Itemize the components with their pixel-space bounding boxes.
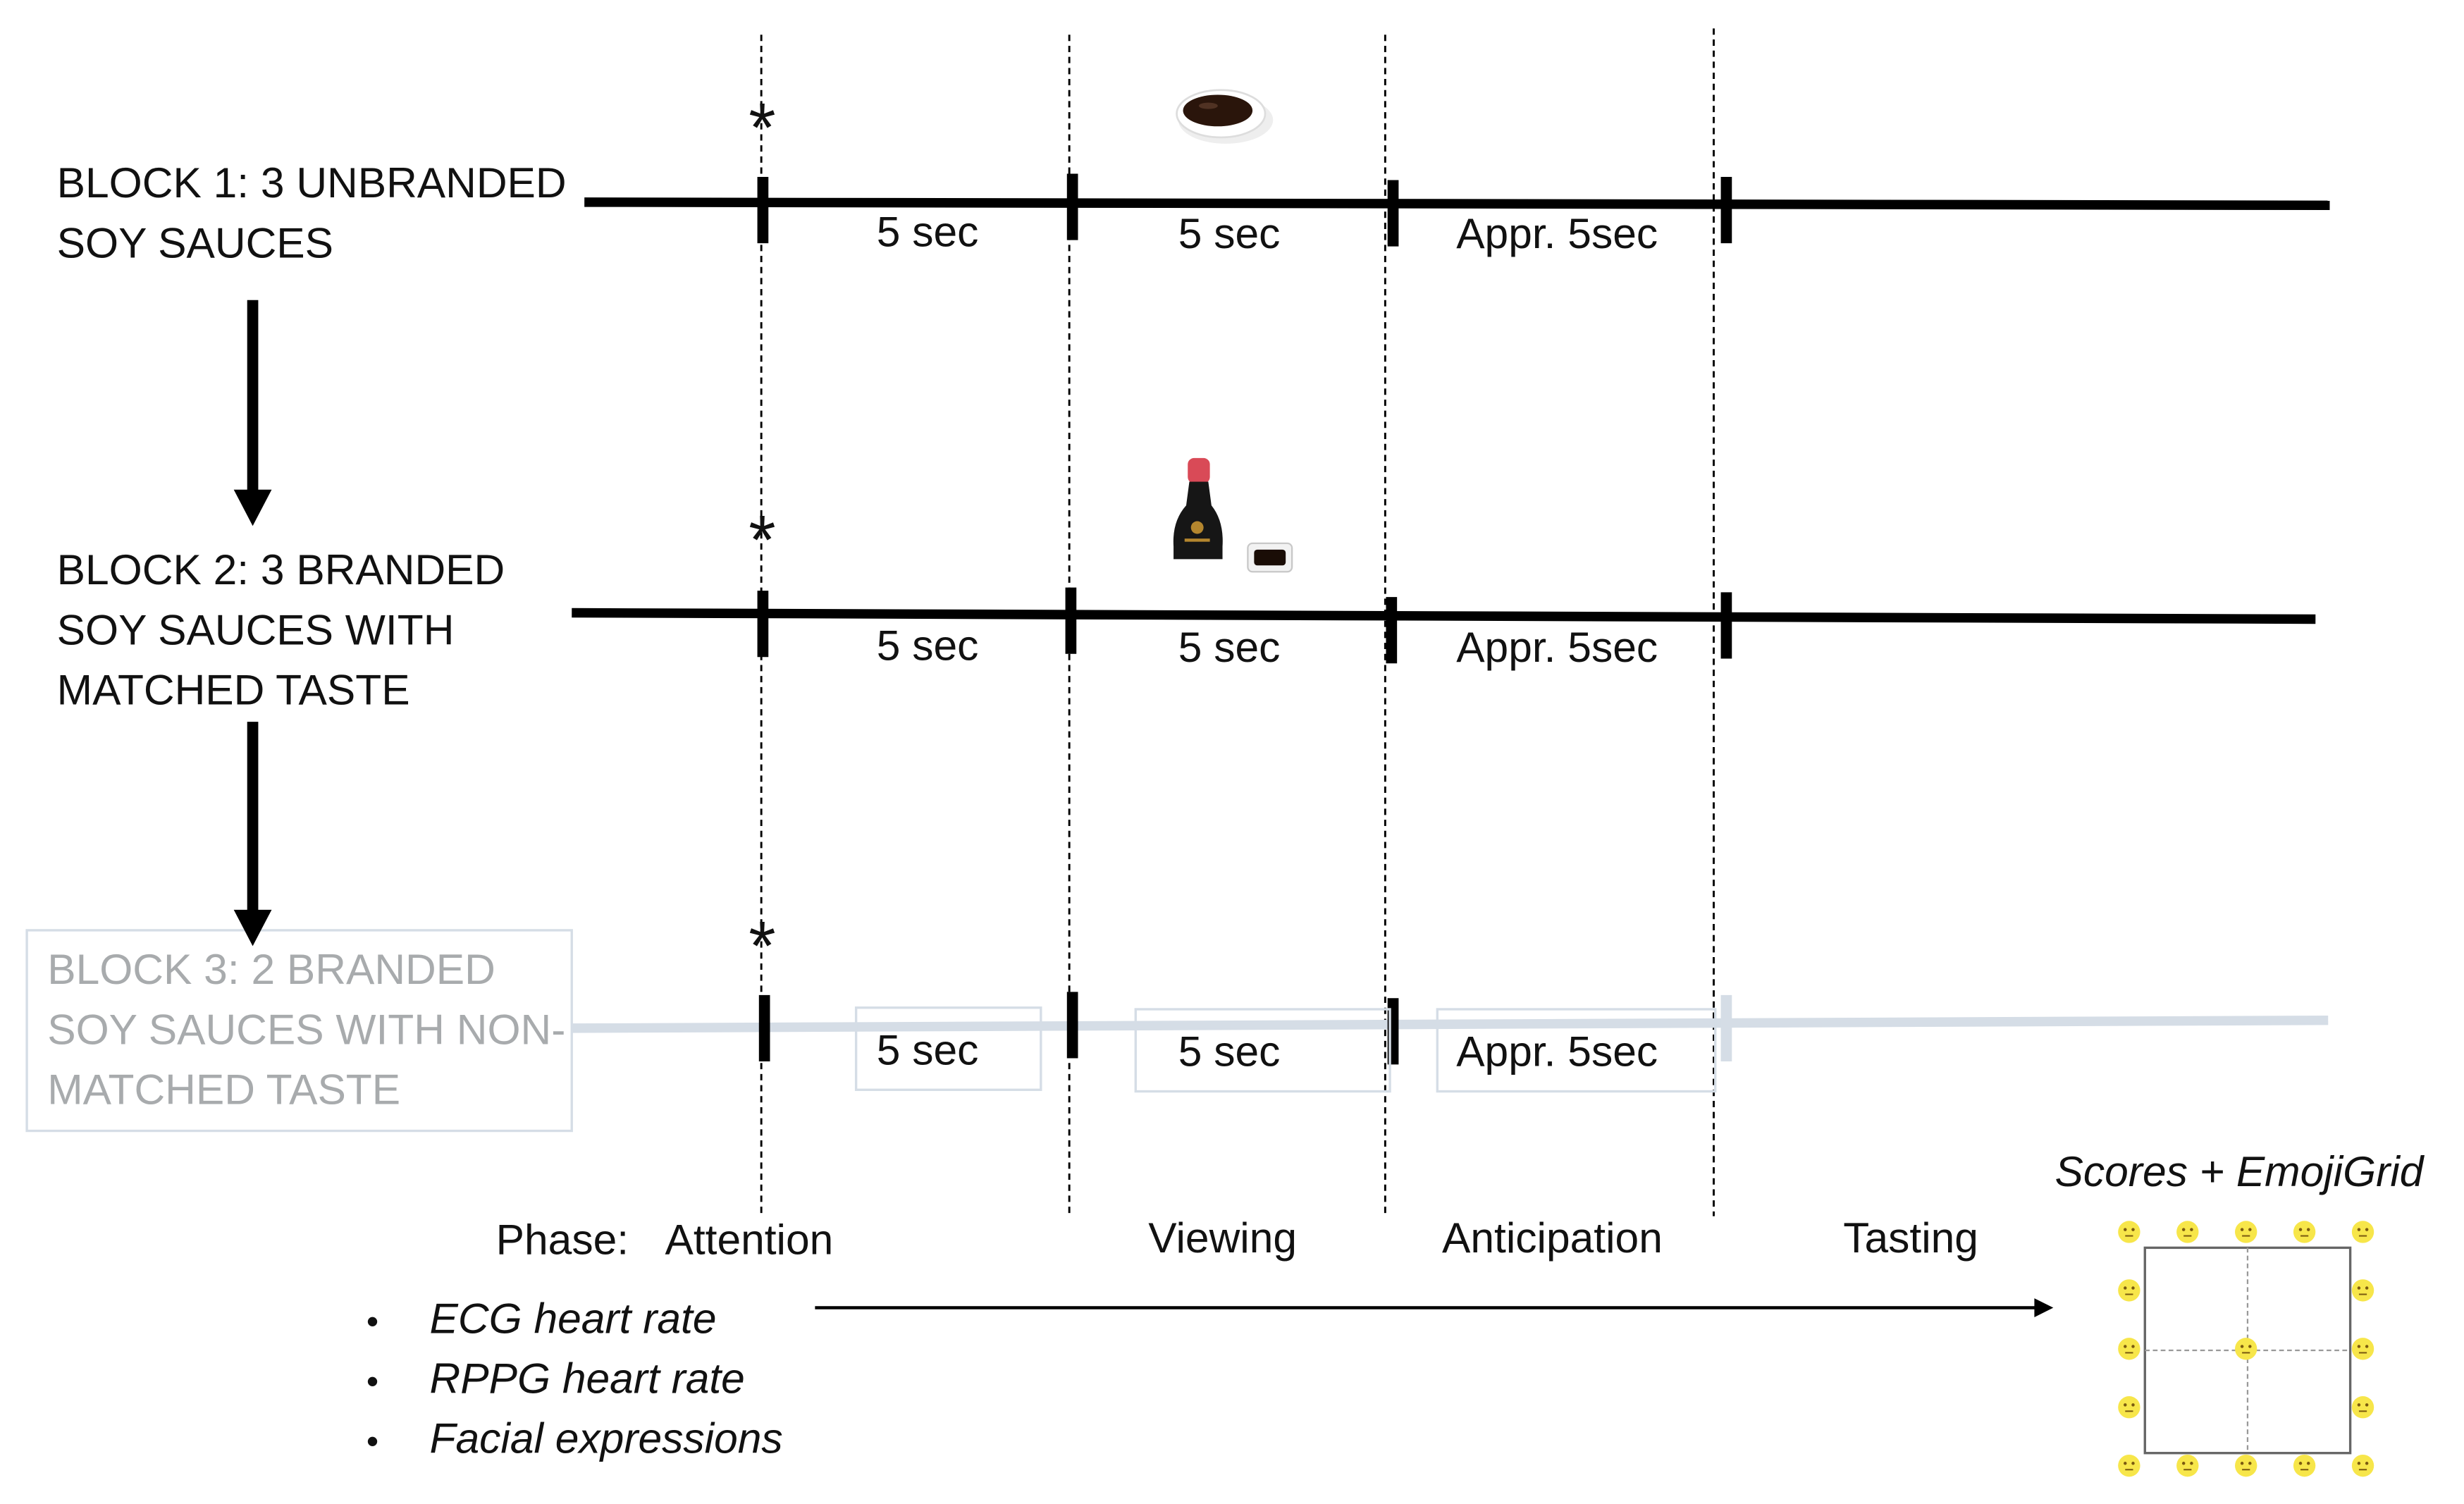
duration-anticipation-1: Appr. 5sec bbox=[1456, 210, 1658, 258]
duration-viewing-3: 5 sec bbox=[1178, 1028, 1281, 1076]
duration-box-viewing bbox=[1134, 1008, 1391, 1093]
bullet-icon: • bbox=[366, 1301, 379, 1341]
block-1-line-2: SOY SAUCES bbox=[56, 219, 334, 267]
duration-attention-3: 5 sec bbox=[876, 1026, 979, 1074]
timeline-block-2 bbox=[572, 587, 2316, 664]
emoji-face-icon bbox=[2351, 1454, 2374, 1477]
emoji-grid bbox=[2118, 1221, 2374, 1477]
block-2-line-2: SOY SAUCES WITH bbox=[56, 606, 455, 654]
emoji-markers bbox=[2118, 1221, 2374, 1477]
emoji-face-icon bbox=[2351, 1338, 2374, 1360]
phase-tasting: Tasting bbox=[1843, 1214, 1978, 1262]
measure-rppg: RPPG heart rate bbox=[429, 1355, 745, 1403]
emoji-face-icon bbox=[2235, 1454, 2257, 1477]
emoji-face-icon bbox=[2118, 1396, 2140, 1419]
duration-box-anticipation bbox=[1436, 1008, 1717, 1093]
arrow-down-icon bbox=[233, 909, 272, 947]
emoji-face-icon bbox=[2118, 1279, 2140, 1302]
block-1-line-1: BLOCK 1: 3 UNBRANDED bbox=[56, 159, 567, 207]
duration-attention-1: 5 sec bbox=[876, 208, 979, 257]
bullet-icon: • bbox=[366, 1361, 379, 1401]
fixation-asterisk-2: * bbox=[749, 502, 776, 580]
bullet-icon: • bbox=[366, 1421, 379, 1461]
measurement-arrow bbox=[815, 1298, 2054, 1317]
duration-attention-2: 5 sec bbox=[876, 622, 979, 670]
emoji-face-icon bbox=[2118, 1221, 2140, 1243]
emoji-face-icon bbox=[2351, 1396, 2374, 1419]
branded-soy-sauce-image bbox=[1173, 457, 1293, 573]
block-2-line-3: MATCHED TASTE bbox=[56, 666, 410, 714]
duration-anticipation-3: Appr. 5sec bbox=[1456, 1028, 1658, 1076]
block-3-line-2: SOY SAUCES WITH NON- bbox=[47, 1006, 566, 1054]
emoji-face-icon bbox=[2351, 1279, 2374, 1302]
arrow-down-icon bbox=[233, 489, 272, 526]
block-1-label: BLOCK 1: 3 UNBRANDED SOY SAUCES bbox=[57, 153, 567, 273]
block-2-label: BLOCK 2: 3 BRANDED SOY SAUCES WITH MATCH… bbox=[57, 540, 505, 720]
block-3-line-3: MATCHED TASTE bbox=[47, 1066, 401, 1114]
measure-facial-expressions: Facial expressions bbox=[429, 1414, 783, 1463]
emoji-face-icon bbox=[2118, 1454, 2140, 1477]
emoji-face-icon bbox=[2293, 1454, 2316, 1477]
block-3-line-1: BLOCK 3: 2 BRANDED bbox=[47, 946, 495, 994]
emoji-face-icon bbox=[2351, 1221, 2374, 1243]
block-3-label: BLOCK 3: 2 BRANDED SOY SAUCES WITH NON- … bbox=[47, 939, 565, 1119]
timeline-block-1 bbox=[584, 173, 2330, 247]
phase-attention: Attention bbox=[665, 1216, 834, 1264]
emoji-face-icon bbox=[2293, 1221, 2316, 1243]
phase-anticipation: Anticipation bbox=[1442, 1214, 1663, 1262]
fixation-asterisk-1: * bbox=[749, 90, 776, 168]
arrow-right-icon bbox=[2034, 1298, 2054, 1317]
fixation-asterisk-3: * bbox=[749, 908, 776, 986]
emoji-grid-title: Scores + EmojiGrid bbox=[2055, 1148, 2424, 1196]
emoji-face-icon bbox=[2176, 1221, 2199, 1243]
emoji-face-icon bbox=[2176, 1454, 2199, 1477]
duration-viewing-2: 5 sec bbox=[1178, 624, 1281, 672]
block-3-box bbox=[25, 929, 573, 1133]
timeline-block-3 bbox=[25, 929, 2329, 1133]
emoji-face-icon bbox=[2118, 1338, 2140, 1360]
phase-label: Phase: bbox=[495, 1216, 629, 1264]
duration-box-attention bbox=[854, 1006, 1042, 1091]
phase-viewing: Viewing bbox=[1148, 1214, 1298, 1262]
emoji-face-icon bbox=[2235, 1221, 2257, 1243]
block-2-line-1: BLOCK 2: 3 BRANDED bbox=[56, 546, 505, 594]
block-arrows bbox=[233, 300, 272, 947]
soy-sauce-dish-image bbox=[1176, 89, 1274, 144]
measure-ecg: ECG heart rate bbox=[429, 1295, 717, 1343]
duration-viewing-1: 5 sec bbox=[1178, 210, 1281, 258]
emoji-face-icon bbox=[2235, 1338, 2257, 1360]
duration-anticipation-2: Appr. 5sec bbox=[1456, 624, 1658, 672]
